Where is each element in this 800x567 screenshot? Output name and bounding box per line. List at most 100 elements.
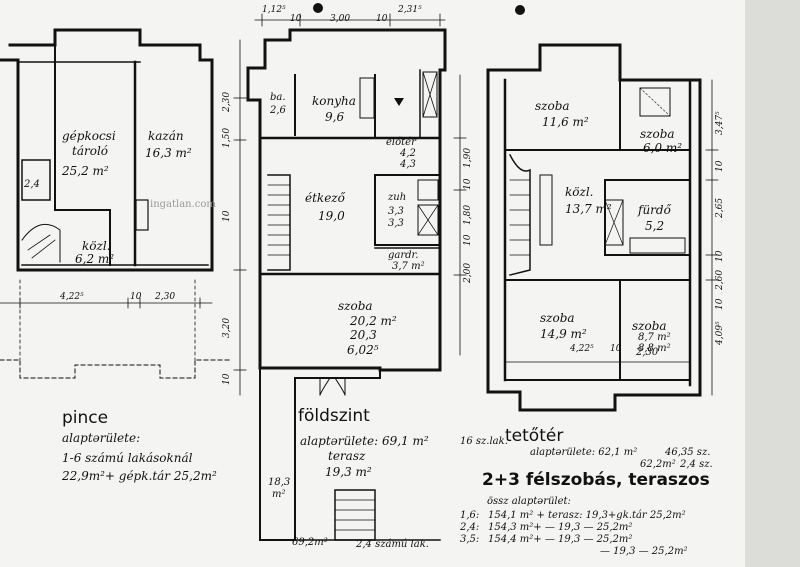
attic-room4-label: szoba <box>632 319 667 333</box>
attic-right-dim-1: 3,47⁵ <box>715 111 725 135</box>
ground-top-dim-5: 2,31⁵ <box>398 5 422 15</box>
garage-area: 25,2 m² <box>62 164 109 178</box>
living-area-2: 20,3 <box>350 328 377 342</box>
terrace-label: terasz <box>328 449 366 463</box>
wc-label: ba. <box>270 92 286 103</box>
garage-label: gépkocsi <box>62 129 116 143</box>
attic-room3-area: 14,9 m² <box>540 327 587 341</box>
basement-plan <box>0 28 231 379</box>
watermark: ingatlan.com <box>150 199 216 210</box>
boiler-area: 16,3 m² <box>145 146 192 160</box>
attic-room4-dim: 2,30 <box>636 347 659 358</box>
attic-room3-label: szoba <box>540 311 575 325</box>
summary-row: 154,3 m²+ — 19,3 — 25,2m² <box>488 522 633 533</box>
paper-edge-shade <box>745 0 800 567</box>
shower-area-2: 3,3 <box>388 218 404 229</box>
basement-desc-1: 1-6 számú lakásoknál <box>62 451 193 465</box>
ground-bottom-note-2: 2,4 számú lak. <box>356 539 429 550</box>
attic-dim-1: 4,22⁵ <box>570 344 594 354</box>
attic-dim-2: 10 <box>610 344 622 354</box>
attic-subtitle-d: 2,4 sz. <box>680 459 713 470</box>
basement-dim-2: 10 <box>130 292 142 302</box>
entry-area-2: 4,3 <box>400 159 416 170</box>
garage-label-2: tároló <box>72 144 108 158</box>
wc-area: 2,6 <box>270 105 286 116</box>
attic-right-dim-6: 10 <box>715 298 725 310</box>
ground-left-dim-3: 10 <box>222 210 232 222</box>
attic-bath-label: fürdő <box>638 203 671 217</box>
basement-subtitle: alaptərülete: <box>62 431 141 445</box>
ground-right-dim-4: 10 <box>463 234 473 246</box>
summary-row: 154,4 m²+ — 19,3 — 25,2m² <box>488 534 633 545</box>
basement-title: pince <box>62 408 109 428</box>
attic-right-dim-7: 4,09⁵ <box>715 321 725 345</box>
attic-room4-area-1: 8,7 m² <box>638 332 671 343</box>
attic-room1-area: 11,6 m² <box>542 115 589 129</box>
ground-right-dim-3: 1,80 <box>463 204 473 225</box>
wardrobe-label: gardr. <box>388 250 419 261</box>
ground-left-dim-2: 1,50 <box>222 127 232 148</box>
wardrobe-area: 3,7 m² <box>392 261 425 272</box>
kitchen-area: 9,6 <box>325 110 345 124</box>
summary-heading: 2+3 félszobás, teraszos <box>482 470 710 490</box>
summary-total-label: össz alaptərület: <box>487 496 571 507</box>
entry-label: előtér <box>386 137 416 148</box>
dining-area: 19,0 <box>318 209 345 223</box>
attic-right-dim-3: 2,65 <box>715 197 725 218</box>
living-label: szoba <box>338 299 373 313</box>
boiler-label: kazán <box>148 129 184 143</box>
basement-hall-label: közl. <box>82 239 111 253</box>
attic-room1-label: szoba <box>535 99 570 113</box>
ground-right-dim-5: 2,00 <box>463 262 473 283</box>
attic-subtitle: alaptərülete: 62,1 m² <box>530 447 638 458</box>
ground-top-dim-4: 10 <box>376 14 388 24</box>
summary-row-lead: 1,6: <box>460 510 480 521</box>
basement-desc-2: 22,9m²+ gépk.tár 25,2m² <box>62 469 217 483</box>
ground-left-dim-5: 10 <box>222 373 232 385</box>
ground-title: földszint <box>298 406 370 426</box>
summary-row: — 19,3 — 25,2m² <box>600 546 688 557</box>
summary-row-lead: 3,5: <box>460 534 480 545</box>
kitchen-label: konyha <box>312 94 356 108</box>
ground-bottom-note-1: 69,2m² <box>292 537 328 548</box>
attic-room2-area: 6,0 m² <box>643 141 683 155</box>
side-area-2: m² <box>272 489 286 500</box>
ground-top-dim-1: 1,12⁵ <box>262 5 286 15</box>
basement-hall-area: 6,2 m² <box>75 252 115 266</box>
ground-left-dim-4: 3,20 <box>222 317 232 338</box>
basement-dim-1: 4,22⁵ <box>60 292 84 302</box>
attic-hall-label: közl. <box>565 185 594 199</box>
terrace-area: 19,3 m² <box>325 465 372 479</box>
attic-room2-label: szoba <box>640 127 675 141</box>
attic-floor-plan <box>486 43 719 412</box>
ground-left-dim-1: 2,30 <box>222 91 232 112</box>
summary-row: 154,1 m² + terasz: 19,3+gk.tár 25,2m² <box>488 510 686 521</box>
basement-dim-3: 2,30 <box>155 292 176 302</box>
summary-row-lead: 2,4: <box>460 522 480 533</box>
attic-right-dim-5: 2,60 <box>715 269 725 290</box>
ground-right-dim-2: 10 <box>463 178 473 190</box>
attic-bath-area: 5,2 <box>645 219 665 233</box>
ground-note: 16 sz.lak. <box>460 436 508 447</box>
attic-subtitle-b: 46,35 sz. <box>665 447 711 458</box>
living-area-1: 20,2 m² <box>350 314 397 328</box>
attic-room4-area-2: 8,8 m² <box>638 343 671 354</box>
ground-right-dim-1: 1,90 <box>463 147 473 168</box>
attic-right-dim-4: 10 <box>715 250 725 262</box>
shower-label: zuh <box>388 192 407 203</box>
ground-subtitle: alaptərülete: 69,1 m² <box>300 434 429 448</box>
living-dim: 6,02⁵ <box>347 343 379 357</box>
side-area-1: 18,3 <box>268 477 291 488</box>
attic-subtitle-c: 62,2m² <box>640 459 676 470</box>
shower-area-1: 3,3 <box>388 206 404 217</box>
ground-top-dim-3: 3,00 <box>330 14 351 24</box>
basement-storage-area: 2,4 <box>24 179 40 190</box>
attic-title: tetőtér <box>505 426 564 446</box>
entry-area-1: 4,2 <box>400 148 416 159</box>
ground-top-dim-2: 10 <box>290 14 302 24</box>
ground-floor-plan <box>233 3 525 541</box>
attic-hall-area: 13,7 m² <box>565 202 612 216</box>
dining-label: étkező <box>305 191 345 205</box>
